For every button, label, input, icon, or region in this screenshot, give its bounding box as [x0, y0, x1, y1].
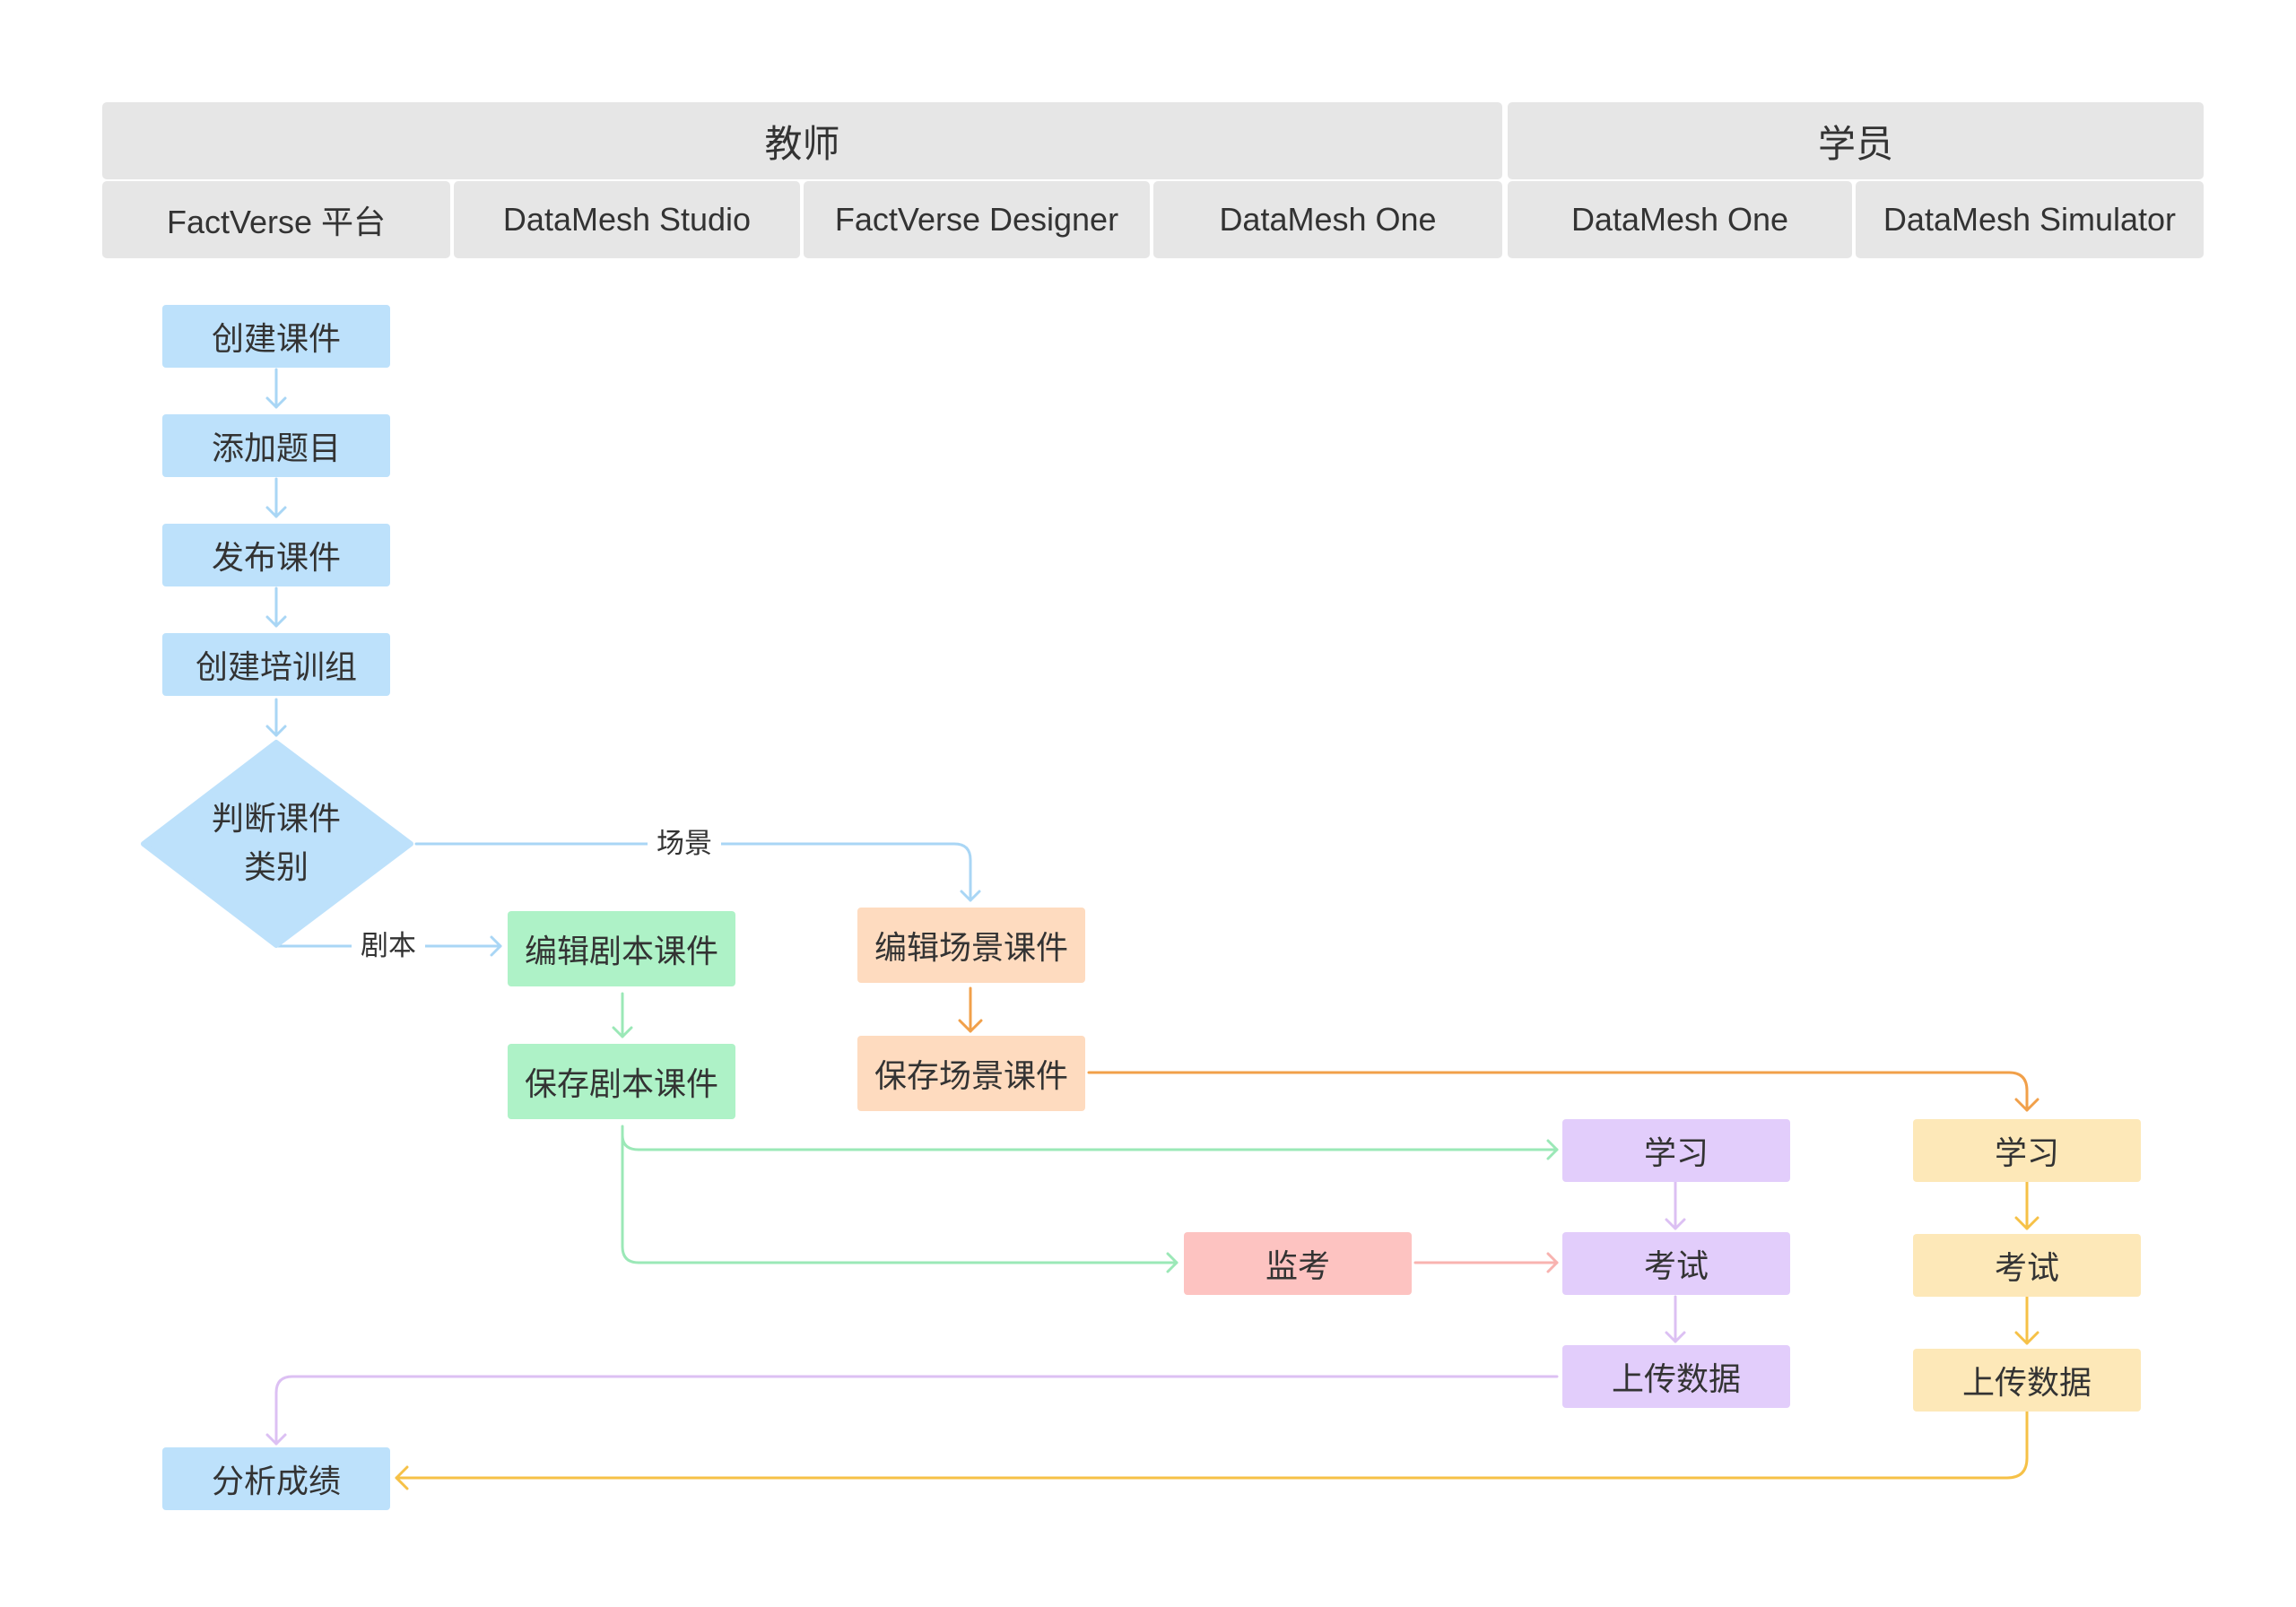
edge-label-scene: 场景 — [648, 826, 721, 862]
decision-label-line1: 判断课件 — [211, 800, 341, 837]
decision-label-line2: 类别 — [243, 848, 309, 885]
connector-edit-to-save-scene — [958, 986, 983, 1033]
connector-save-script-to-proctor — [621, 1134, 1178, 1273]
header-group-student: 学员 — [1508, 102, 2204, 179]
connector-one-upload-to-analyze — [265, 1375, 1559, 1446]
connector-edit-to-save-script — [612, 992, 633, 1038]
node-create-course[interactable]: 创建课件 — [162, 305, 390, 368]
node-edit-script-course[interactable]: 编辑剧本课件 — [508, 911, 735, 986]
edge-label-script: 剧本 — [352, 928, 425, 964]
connector-create-to-add — [265, 368, 287, 409]
node-sim-study[interactable]: 学习 — [1913, 1119, 2141, 1182]
connector-publish-to-group — [265, 586, 287, 628]
node-add-questions[interactable]: 添加题目 — [162, 414, 390, 477]
header-group-teacher: 教师 — [102, 102, 1502, 179]
header-col-factverse-designer: FactVerse Designer — [804, 181, 1150, 258]
header-col-datamesh-simulator: DataMesh Simulator — [1856, 181, 2204, 258]
header-col-datamesh-studio: DataMesh Studio — [454, 181, 800, 258]
header-col-factverse-platform: FactVerse 平台 — [102, 181, 450, 258]
node-sim-exam[interactable]: 考试 — [1913, 1234, 2141, 1297]
decision-label: 判断课件 类别 — [169, 795, 384, 891]
header-col-datamesh-one-student: DataMesh One — [1508, 181, 1852, 258]
connector-decision-to-scene — [414, 842, 981, 902]
connector-one-exam-to-upload — [1665, 1295, 1686, 1343]
node-one-exam[interactable]: 考试 — [1562, 1232, 1790, 1295]
connector-group-to-decision — [265, 698, 287, 737]
header-col-datamesh-one-teacher: DataMesh One — [1153, 181, 1502, 258]
connector-proctor-to-exam — [1413, 1252, 1559, 1273]
connector-save-scene-to-sim-study — [1087, 1071, 2039, 1112]
node-analyze-results[interactable]: 分析成绩 — [162, 1447, 390, 1510]
node-edit-scene-course[interactable]: 编辑场景课件 — [857, 908, 1085, 983]
connector-sim-exam-to-upload — [2014, 1295, 2039, 1345]
connector-sim-upload-to-analyze — [395, 1408, 2029, 1490]
node-proctor[interactable]: 监考 — [1184, 1232, 1412, 1295]
node-one-upload-data[interactable]: 上传数据 — [1562, 1345, 1790, 1408]
node-save-scene-course[interactable]: 保存场景课件 — [857, 1036, 1085, 1111]
node-save-script-course[interactable]: 保存剧本课件 — [508, 1044, 735, 1119]
node-publish-course[interactable]: 发布课件 — [162, 524, 390, 586]
decision-diamond — [141, 740, 413, 948]
connector-add-to-publish — [265, 477, 287, 518]
connector-sim-study-to-exam — [2014, 1180, 2039, 1230]
node-create-training-group[interactable]: 创建培训组 — [162, 633, 390, 696]
connector-one-study-to-exam — [1665, 1180, 1686, 1230]
node-one-study[interactable]: 学习 — [1562, 1119, 1790, 1182]
connector-save-script-to-one-study — [621, 1125, 1559, 1160]
node-sim-upload-data[interactable]: 上传数据 — [1913, 1349, 2141, 1412]
